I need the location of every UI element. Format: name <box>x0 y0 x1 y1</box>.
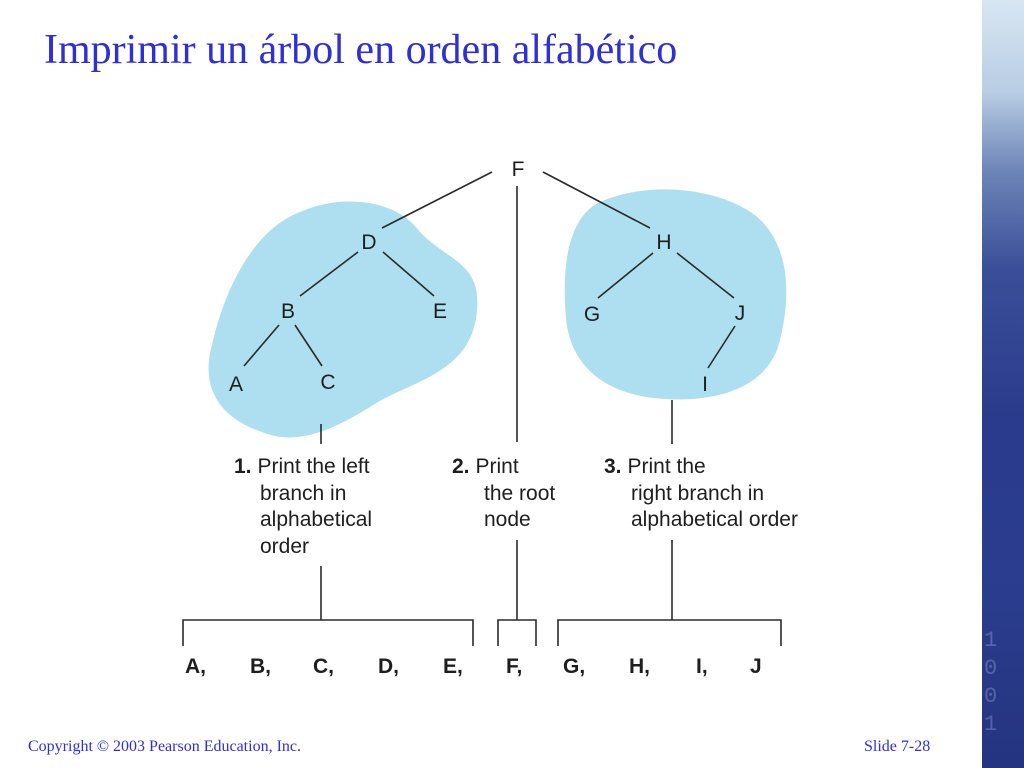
output-item: F, <box>506 655 522 678</box>
step-3-description: 3.Print the right branch in alphabetical… <box>604 454 798 534</box>
step-text: order <box>260 534 310 558</box>
left-branch-blob <box>208 201 478 438</box>
output-item: D, <box>378 655 399 678</box>
output-item: A, <box>185 655 206 678</box>
output-item: H, <box>629 655 650 678</box>
tree-node-d: D <box>361 231 376 254</box>
tree-node-h: H <box>656 231 671 254</box>
right-branch-blob <box>564 189 787 400</box>
output-item: B, <box>250 655 271 678</box>
copyright-notice: Copyright © 2003 Pearson Education, Inc. <box>28 738 301 755</box>
tree-node-e: E <box>433 300 447 323</box>
step-number: 3. <box>604 455 622 478</box>
decorative-glyph: 0 <box>984 684 998 709</box>
tree-edges <box>182 171 782 646</box>
tree-node-c: C <box>320 371 335 394</box>
step-line: 3.Print the <box>604 454 798 481</box>
slide-title: Imprimir un árbol en orden alfabético <box>44 27 678 73</box>
step-text: branch in <box>260 481 347 505</box>
step-text: right branch in <box>631 481 765 505</box>
tree-node-b: B <box>281 300 295 323</box>
step-text: the root <box>484 481 556 505</box>
step-line: 2.Print <box>452 454 555 481</box>
step-text: node <box>484 508 531 531</box>
step-2-description: 2.Print the root node <box>452 454 555 534</box>
step-text: Print <box>475 455 519 478</box>
output-item: C, <box>313 655 334 678</box>
step-line: 1.Print the left <box>234 454 372 481</box>
tree-node-g: G <box>584 303 600 326</box>
tree-node-i: I <box>702 373 708 396</box>
step-number: 1. <box>234 455 252 478</box>
tree-node-j: J <box>735 302 746 325</box>
decorative-glyph: 1 <box>984 712 998 737</box>
step-text: alphabetical order <box>631 508 798 531</box>
output-item: G, <box>563 655 585 678</box>
decorative-glyph: 0 <box>984 656 998 681</box>
step-1-description: 1.Print the left branch in alphabetical … <box>234 454 372 560</box>
output-item: I, <box>696 655 708 678</box>
tree-node-a: A <box>229 373 243 396</box>
output-item: J <box>750 655 762 678</box>
step-number: 2. <box>452 455 470 478</box>
step-text: alphabetical <box>260 508 373 531</box>
slide-number: Slide 7-28 <box>864 738 931 755</box>
tree-node-f: F <box>512 158 525 181</box>
output-item: E, <box>443 655 463 678</box>
step-text: Print the left <box>257 455 370 478</box>
tree-diagram: F D B E A C H G J I A, B, C, D, E, F, G,… <box>182 158 787 678</box>
decorative-glyph: 1 <box>984 628 998 653</box>
step-text: Print the <box>627 455 706 478</box>
decorative-side-strip: 1 0 0 1 <box>982 0 1024 768</box>
